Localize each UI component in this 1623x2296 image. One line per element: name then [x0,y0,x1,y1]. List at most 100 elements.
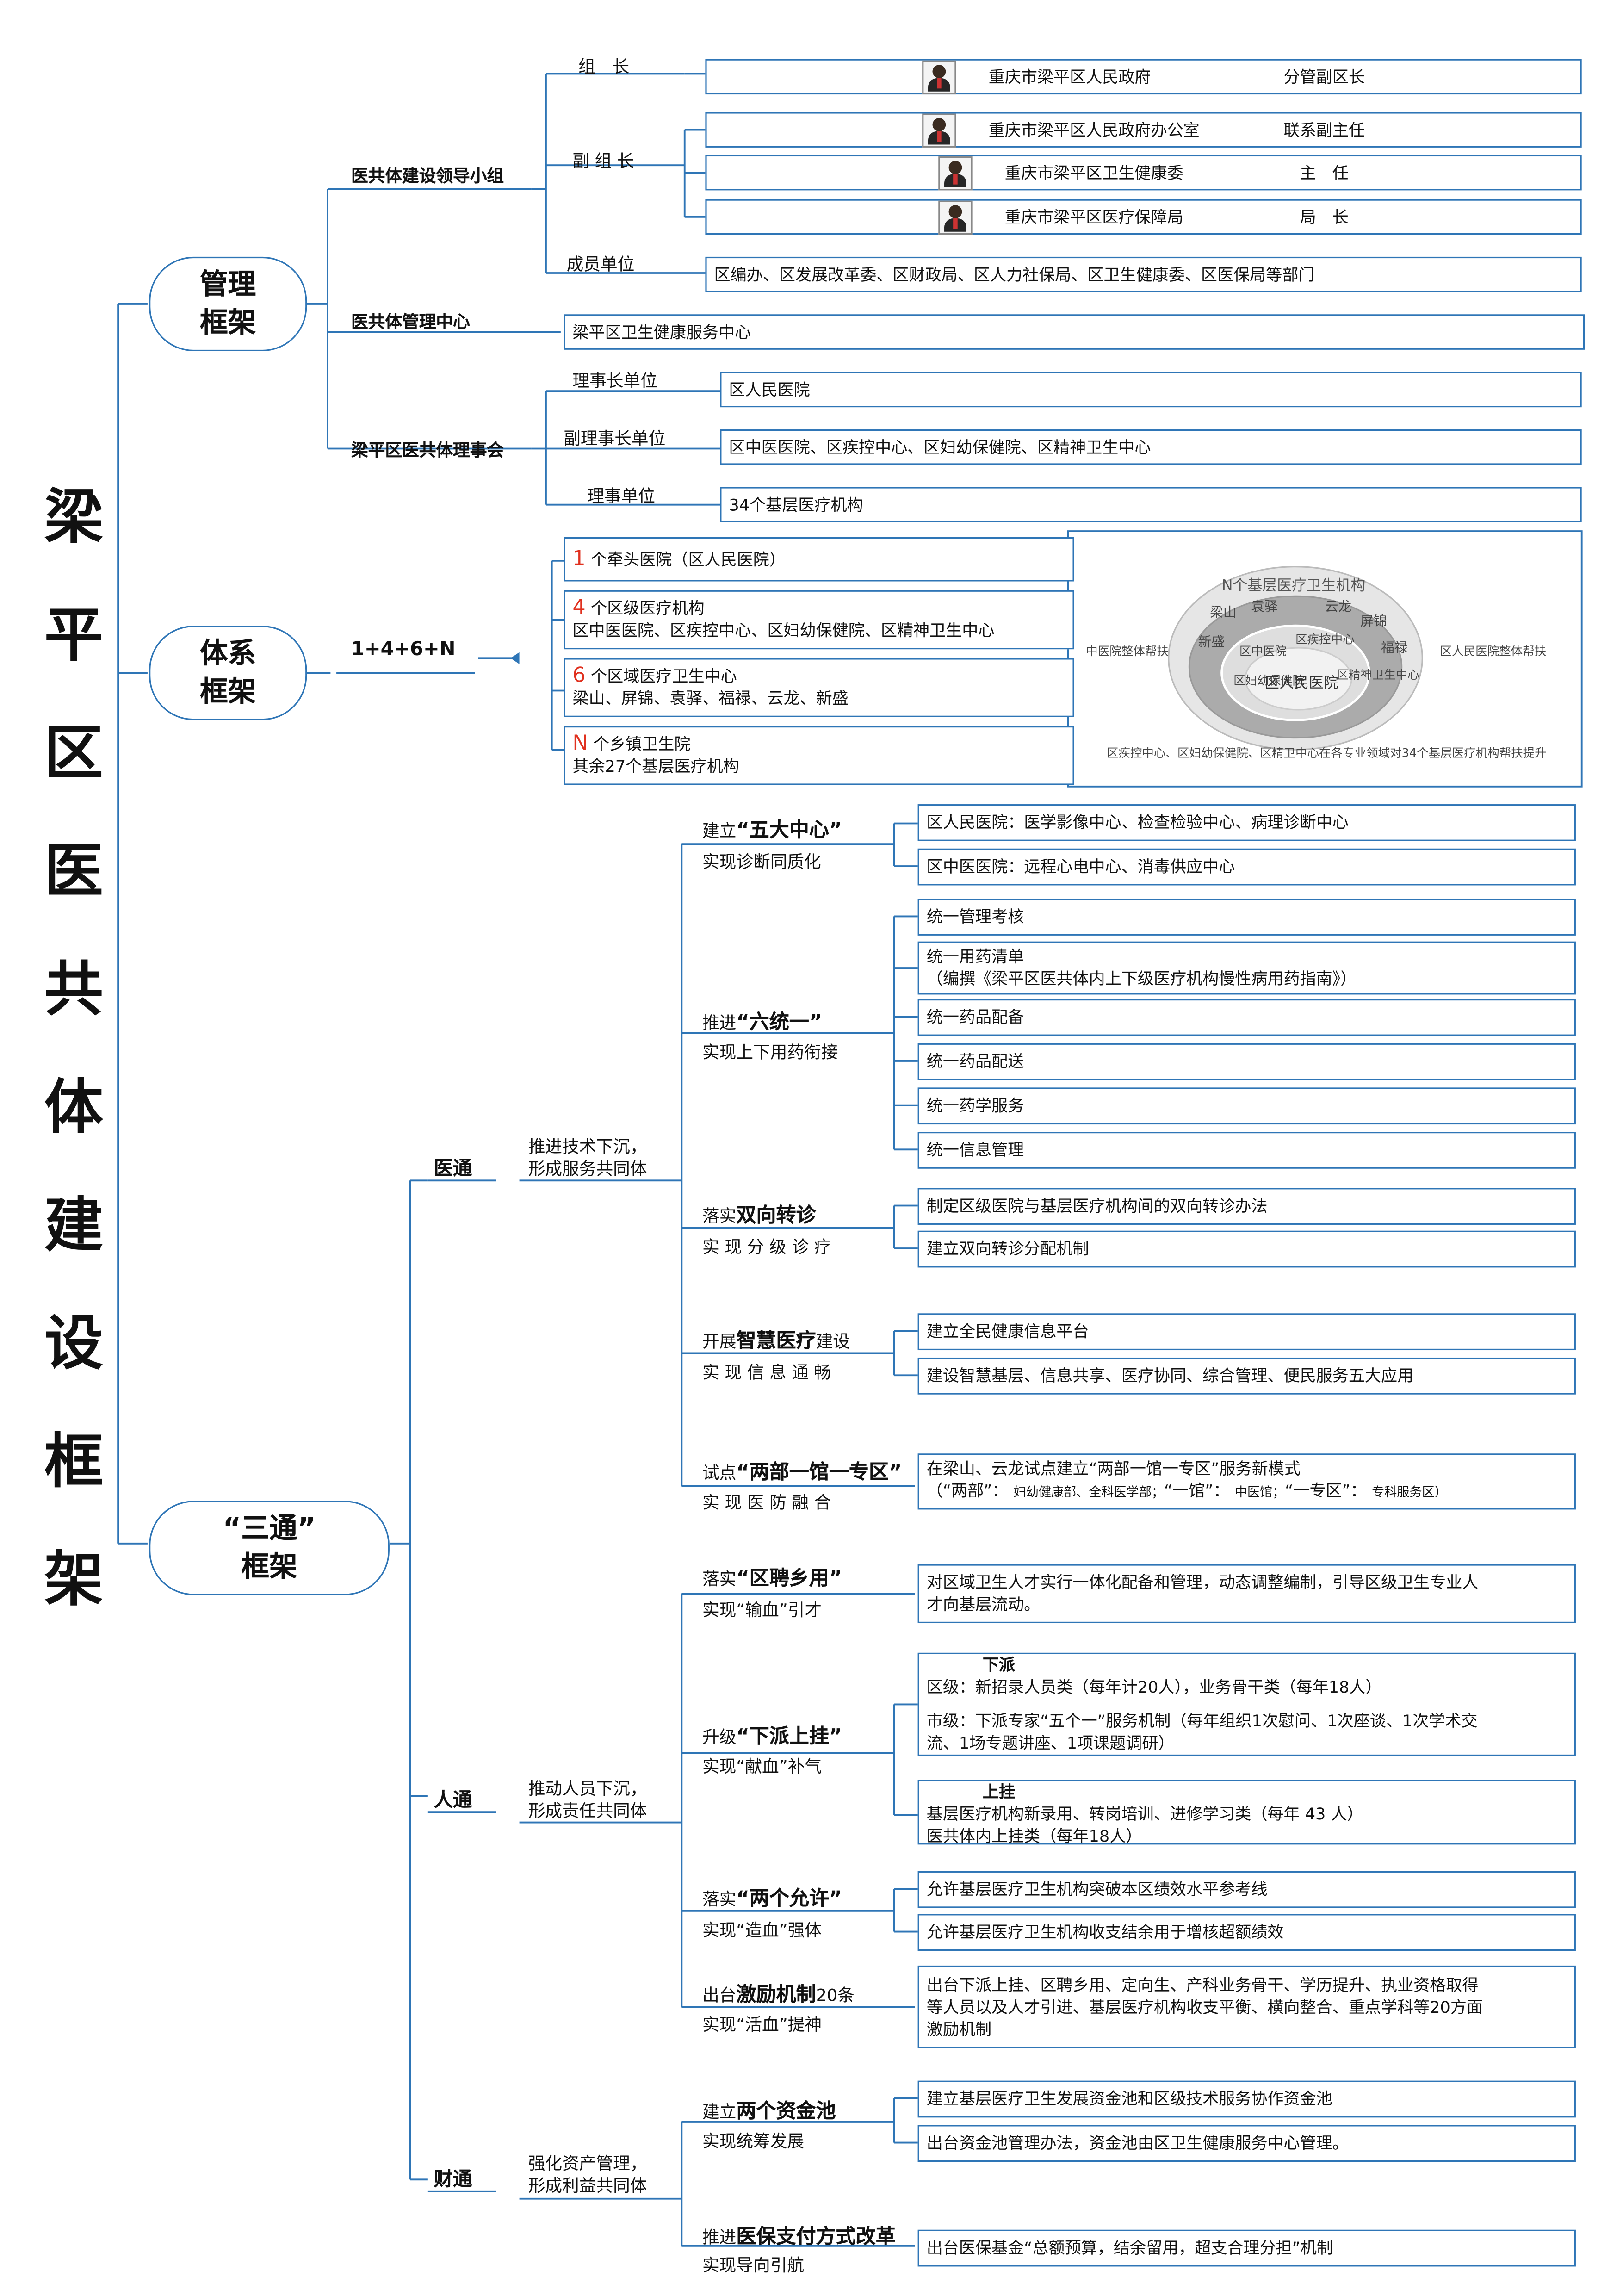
ring6-label: 福禄 [1381,638,1407,657]
section-title: 建立两个资金池 [702,2094,836,2123]
section-title: 出台激励机制20条 [702,1977,855,2007]
desc-line: 形成利益共同体 [528,2175,647,2197]
item-box: 建立全民健康信息平台 [918,1313,1576,1350]
section-pre: 推进 [702,1012,736,1033]
section-post: 建设 [816,1331,850,1352]
item-text: 统一管理考核 [927,906,1567,928]
official-avatar-icon [922,60,956,93]
section-pre: 推进 [702,2227,736,2247]
section-title: 落实双向转诊 [702,1198,816,1228]
item-text: 统一药学服务 [927,1095,1567,1117]
deputy-role: 联系副主任 [1284,119,1365,141]
council-member-units: 34个基层医疗机构 [729,494,1573,516]
section-sub: 实现“造血”强体 [702,1918,822,1942]
members-label: 成员单位 [567,252,635,276]
item-text: 对区域卫生人才实行一体化配备和管理，动态调整编制，引导区级卫生专业人 [927,1571,1567,1594]
title-char: 体 [41,1060,106,1145]
chair-unit: 区人民医院 [729,379,1573,401]
council-label: 梁平区医共体理事会 [351,438,504,462]
oval-line: 框架 [150,673,305,711]
item-box: 建立双向转诊分配机制 [918,1231,1576,1268]
item-text: 区中医医院：远程心电中心、消毒供应中心 [927,856,1567,878]
item-box: 出台下派上挂、区聘乡用、定向生、产科业务骨干、学历提升、执业资格取得 等人员以及… [918,1966,1576,2048]
oval-line: 体系 [150,634,305,673]
system-item-box: N 个乡镇卫生院 其余27个基层医疗机构 [564,726,1074,785]
leader-label: 组 长 [578,55,629,78]
item-box: 允许基层医疗卫生机构突破本区绩效水平参考线 [918,1871,1576,1908]
item-text: 统一药品配备 [927,1006,1567,1029]
section-pre: 建立 [702,820,736,841]
system-framework-node: 体系 框架 [149,626,307,720]
ring4-label: 区精神卫生中心 [1337,667,1419,683]
item-text: 统一用药清单 [927,946,1567,968]
section-title: 推进“六统一” [702,1005,822,1035]
deputy-org: 重庆市梁平区卫生健康委 [1005,161,1300,184]
section-sub: 实现“献血”补气 [702,1755,822,1778]
section-pre: 试点 [702,1462,736,1483]
section-bold: “两部一馆一专区” [736,1461,902,1484]
ring6-label: 袁驿 [1251,596,1277,615]
deputy-box: 重庆市梁平区卫生健康委 主 任 [705,155,1581,191]
item-box: 出台医保基金“总额预算，结余留用，超支合理分担”机制 [918,2230,1576,2267]
item-text: 出台资金池管理办法，资金池由区卫生健康服务中心管理。 [927,2132,1567,2154]
diagram-center-label: 区人民医院 [1264,670,1338,692]
diagram-outer-label: N个基层医疗卫生机构 [1222,572,1366,595]
deputy-role: 局 长 [1300,206,1349,228]
item-box: 建立基层医疗卫生发展资金池和区级技术服务协作资金池 [918,2081,1576,2118]
management-center-box: 梁平区卫生健康服务中心 [564,314,1585,350]
diagram-left-label: 中医院整体帮扶 [1086,643,1169,659]
item-text: 制定区级医院与基层医疗机构间的双向转诊办法 [927,1195,1567,1217]
section-pre: 升级 [702,1726,736,1747]
section-bold: “两个允许” [736,1887,842,1911]
council-member-label: 理事单位 [587,484,655,508]
deputy-role: 主 任 [1300,161,1349,184]
item-text: 统一信息管理 [927,1139,1567,1161]
item-text: 等人员以及人才引进、基层医疗机构收支平衡、横向整合、重点学科等20方面 [927,1996,1567,2018]
item-text: 中医馆； [1235,1486,1285,1501]
down-title: 下派 [927,1654,1567,1676]
item-text: 医共体内上挂类（每年18人） [927,1825,1567,1848]
official-avatar-icon [922,113,956,147]
title-char: 框 [41,1414,106,1499]
section-sub: 实 现 医 防 融 合 [702,1490,831,1514]
item-text: 区级：新招录人员类（每年计20人），业务骨干类（每年18人） [927,1676,1567,1699]
item-box: 在梁山、云龙试点建立“两部一馆一专区”服务新模式 （“两部”： 妇幼健康部、全科… [918,1453,1576,1509]
caitong-title: 财通 [434,2163,472,2191]
desc-line: 强化资产管理， [528,2153,647,2175]
item-number: 6 [572,664,585,688]
item-box: 建设智慧基层、信息共享、医疗协同、综合管理、便民服务五大应用 [918,1358,1576,1395]
system-item-box: 1 个牵头医院（区人民医院） [564,537,1074,582]
section-bold: “下派上挂” [736,1725,842,1749]
section-sub: 实现“活血”提神 [702,2013,822,2036]
up-title: 上挂 [927,1781,1567,1803]
item-detail: 其余27个基层医疗机构 [572,756,1065,778]
section-bold: 两个资金池 [736,2100,836,2123]
section-title: 试点“两部一馆一专区” [702,1455,902,1484]
item-title: 个乡镇卫生院 [593,735,690,754]
vice-chair-label: 副理事长单位 [564,427,665,450]
item-box: 区中医医院：远程心电中心、消毒供应中心 [918,849,1576,886]
ring6-label: 新盛 [1198,632,1225,651]
desc-line: 形成责任共同体 [528,1800,647,1823]
section-sub: 实现统筹发展 [702,2129,804,2153]
deputy-box: 重庆市梁平区人民政府办公室 联系副主任 [705,112,1581,148]
item-number: 1 [572,547,585,571]
item-text: “一专区”： [1285,1482,1367,1501]
leader-org: 重庆市梁平区人民政府 [989,66,1284,88]
item-text: 专科服务区） [1372,1486,1447,1501]
item-text: 建立全民健康信息平台 [927,1321,1567,1343]
item-box: 统一管理考核 [918,899,1576,936]
deputy-org: 重庆市梁平区医疗保障局 [1005,206,1300,228]
title-char: 设 [41,1296,106,1381]
section-pre: 出台 [702,1985,736,2005]
item-detail: 梁山、屏锦、袁驿、福禄、云龙、新盛 [572,688,1065,710]
section-title: 落实“区聘乡用” [702,1561,842,1591]
item-text: 在梁山、云龙试点建立“两部一馆一专区”服务新模式 [927,1458,1567,1480]
leading-group-label: 医共体建设领导小组 [351,164,504,187]
diagram-right-label: 区人民医院整体帮扶 [1440,643,1547,659]
oval-line: “三通” [150,1509,388,1548]
section-bold: 智慧医疗 [736,1329,816,1353]
ring6-label: 梁山 [1210,602,1236,621]
section-bold: “五大中心” [736,819,842,843]
